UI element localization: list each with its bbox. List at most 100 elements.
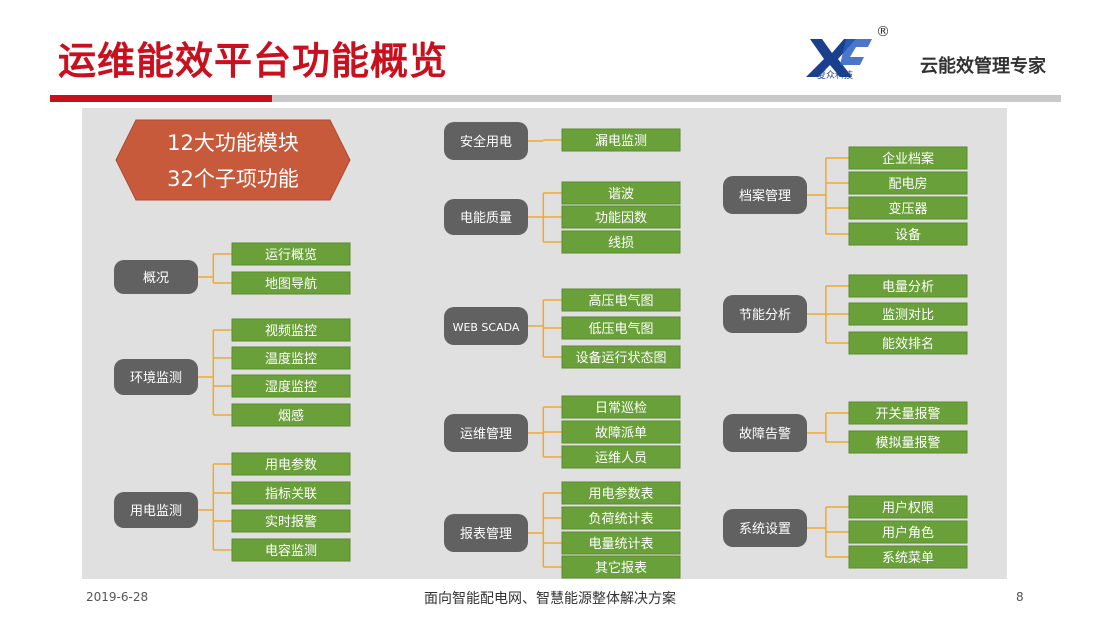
sub-function-node xyxy=(561,316,681,340)
module-node xyxy=(114,260,198,294)
module-node xyxy=(114,359,198,395)
module-node xyxy=(444,122,528,160)
module-label: 档案管理 xyxy=(739,189,791,204)
sub-function-node xyxy=(848,331,968,355)
title-underline-red xyxy=(50,95,272,102)
sub-function-node xyxy=(561,288,681,312)
module-node xyxy=(444,307,528,345)
sub-function-node xyxy=(561,531,681,555)
sub-function-node xyxy=(561,555,681,579)
sub-function-node xyxy=(848,520,968,544)
sub-function-node xyxy=(848,545,968,569)
function-diagram-panel: 12大功能模块 32个子项功能 概况 运行概览地图导航环境监测 视频监控温度监控湿度… xyxy=(82,108,1007,579)
module-label: 节能分析 xyxy=(739,308,791,323)
sub-function-node xyxy=(561,345,681,369)
banner-hexagon xyxy=(115,119,351,201)
sub-function-label: 漏电监测 xyxy=(595,133,647,149)
sub-function-label: 日常巡检 xyxy=(595,401,647,416)
sub-function-label: 变压器 xyxy=(888,201,927,217)
sub-function-label: 地图导航 xyxy=(265,276,317,292)
sub-function-node xyxy=(848,302,968,326)
sub-function-label: 用户角色 xyxy=(882,525,934,541)
sub-function-label: 能效排名 xyxy=(882,336,934,352)
sub-function-label: 功能因数 xyxy=(595,211,647,226)
module-label: WEB SCADA xyxy=(453,321,520,334)
footer-caption: 面向智能配电网、智慧能源整体解决方案 xyxy=(424,591,676,607)
module-label: 环境监测 xyxy=(130,371,182,386)
sub-function-node xyxy=(561,128,681,152)
sub-function-label: 其它报表 xyxy=(595,560,647,576)
sub-function-node xyxy=(561,506,681,530)
sub-function-node xyxy=(561,395,681,419)
sub-function-node xyxy=(231,452,351,476)
module-label: 概况 xyxy=(143,271,169,286)
sub-function-node xyxy=(848,222,968,246)
sub-function-label: 运行概览 xyxy=(265,247,317,263)
sub-function-label: 烟感 xyxy=(278,408,304,424)
sub-function-label: 系统菜单 xyxy=(882,551,934,566)
sub-function-label: 温度监控 xyxy=(265,351,317,367)
sub-function-node xyxy=(231,538,351,562)
sub-function-node xyxy=(231,271,351,295)
sub-function-node xyxy=(848,274,968,298)
module-label: 系统设置 xyxy=(739,522,791,537)
logo-text: 夏众科技 xyxy=(816,71,853,81)
sub-function-label: 模拟量报警 xyxy=(875,435,940,451)
module-label: 报表管理 xyxy=(460,527,512,542)
registered-mark: ® xyxy=(876,24,890,40)
page-number: 8 xyxy=(1016,590,1024,604)
module-node xyxy=(444,414,528,452)
sub-function-node xyxy=(561,181,681,205)
page-title: 运维能效平台功能概览 xyxy=(58,39,449,83)
sub-function-label: 视频监控 xyxy=(265,324,317,339)
sub-function-label: 企业档案 xyxy=(882,151,934,167)
sub-function-node xyxy=(848,146,968,170)
sub-function-label: 用电参数 xyxy=(265,457,317,473)
module-label: 安全用电 xyxy=(460,134,512,150)
summary-banner: 12大功能模块 32个子项功能 xyxy=(115,119,351,201)
slogan: 云能效管理专家 xyxy=(920,56,1046,77)
sub-function-label: 用户权限 xyxy=(882,500,934,516)
module-node xyxy=(444,514,528,552)
sub-function-label: 高压电气图 xyxy=(588,293,653,309)
sub-function-label: 湿度监控 xyxy=(265,379,317,395)
sub-function-label: 运维人员 xyxy=(595,451,647,466)
sub-function-label: 电量分析 xyxy=(882,280,934,295)
banner-line-1: 12大功能模块 xyxy=(167,131,299,155)
sub-function-label: 设备运行状态图 xyxy=(575,350,666,366)
module-node xyxy=(723,176,807,214)
company-logo-icon xyxy=(806,39,872,77)
module-node xyxy=(723,414,807,452)
sub-function-node xyxy=(231,403,351,427)
sub-function-node xyxy=(561,205,681,229)
sub-function-node xyxy=(231,242,351,266)
sub-function-label: 故障派单 xyxy=(595,426,647,441)
module-node xyxy=(114,492,198,528)
sub-function-label: 谐波 xyxy=(608,187,634,202)
sub-function-node xyxy=(561,420,681,444)
footer-date: 2019-6-28 xyxy=(86,590,149,604)
module-node xyxy=(723,509,807,547)
sub-function-node xyxy=(848,495,968,519)
sub-function-label: 设备 xyxy=(895,227,921,243)
sub-function-node xyxy=(231,509,351,533)
sub-function-label: 开关量报警 xyxy=(875,406,940,422)
sub-function-label: 监测对比 xyxy=(882,308,934,323)
sub-function-label: 电容监测 xyxy=(265,543,317,559)
sub-function-node xyxy=(561,445,681,469)
sub-function-label: 低压电气图 xyxy=(588,321,653,337)
sub-function-node xyxy=(561,230,681,254)
sub-function-node xyxy=(848,401,968,425)
module-label: 故障告警 xyxy=(739,426,791,442)
sub-function-label: 实时报警 xyxy=(265,514,317,530)
module-label: 运维管理 xyxy=(460,427,512,442)
sub-function-label: 用电参数表 xyxy=(588,486,653,502)
sub-function-node xyxy=(231,374,351,398)
sub-function-label: 配电房 xyxy=(888,176,927,192)
module-label: 电能质量 xyxy=(460,211,512,226)
sub-function-node xyxy=(848,430,968,454)
title-underline-gray xyxy=(272,95,1061,102)
sub-function-node xyxy=(231,346,351,370)
sub-function-node xyxy=(848,171,968,195)
